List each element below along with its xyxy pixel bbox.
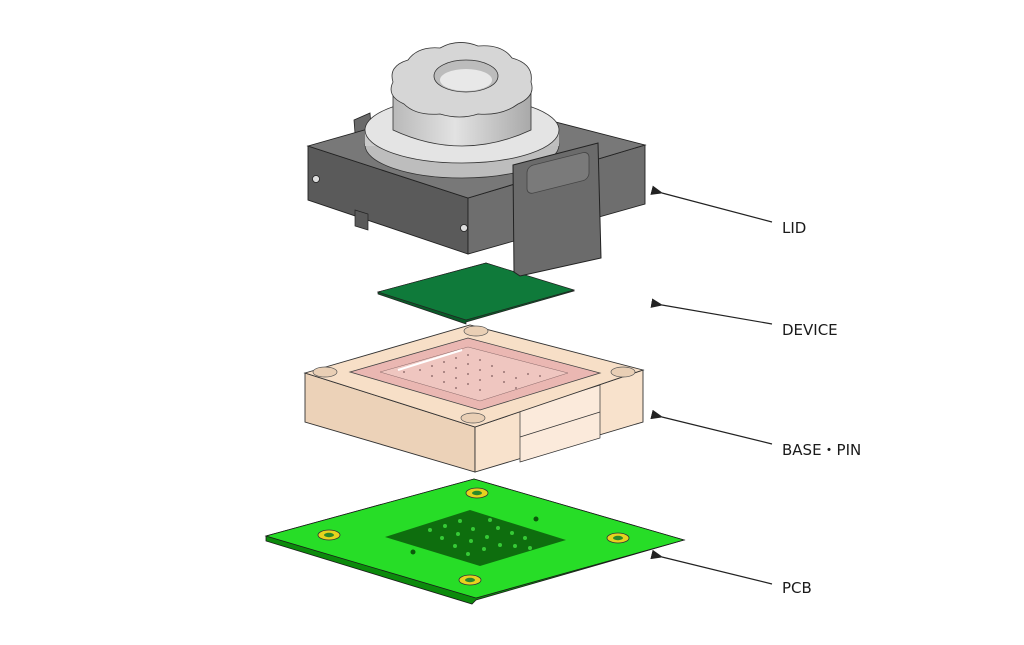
label-base-pin: BASE・PIN bbox=[782, 441, 862, 459]
pcb-pin-array bbox=[385, 510, 566, 566]
lid-leader-arrow bbox=[650, 185, 773, 223]
label-device: DEVICE bbox=[782, 321, 838, 339]
pcb-part bbox=[264, 478, 686, 605]
lid-part bbox=[306, 42, 647, 277]
device-top bbox=[376, 262, 576, 321]
base-pin-dots bbox=[403, 354, 541, 391]
pcb-pin-holes bbox=[428, 518, 532, 556]
lid-latch-grip bbox=[526, 152, 590, 194]
lid-screw-left bbox=[312, 175, 320, 183]
device-part bbox=[376, 262, 576, 325]
label-lid: LID bbox=[782, 219, 807, 237]
pcb-leader-arrow bbox=[650, 549, 773, 585]
pcb-mounting-pad-top bbox=[465, 487, 489, 499]
base-pin-leader-arrow bbox=[650, 409, 773, 445]
pcb-mounting-pad-right bbox=[606, 532, 630, 544]
pcb-mounting-pad-bottom bbox=[458, 574, 482, 586]
lid-screw-front bbox=[460, 224, 468, 232]
pcb-mounting-pad-left bbox=[317, 529, 341, 541]
label-pcb: PCB bbox=[782, 579, 812, 597]
device-leader-arrow bbox=[650, 298, 773, 325]
base-pin-part bbox=[303, 324, 645, 473]
